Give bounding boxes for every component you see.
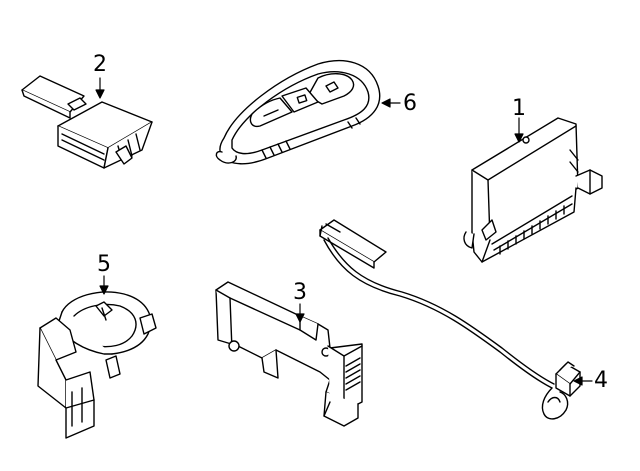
part-antenna-cable[interactable] <box>320 220 580 419</box>
callout-2: 2 <box>93 52 107 77</box>
part-antenna-transceiver[interactable] <box>22 76 152 168</box>
part-mounting-bracket[interactable] <box>216 282 362 426</box>
callout-1: 1 <box>512 96 526 121</box>
callout-3: 3 <box>293 280 307 305</box>
part-body-control-module[interactable] <box>464 118 602 262</box>
part-key-fob[interactable] <box>216 61 379 164</box>
callout-4: 4 <box>594 368 608 393</box>
callout-6: 6 <box>403 91 417 116</box>
part-ignition-coil-ring[interactable] <box>38 292 156 438</box>
callout-5: 5 <box>97 252 111 277</box>
callout-leaders <box>95 77 593 386</box>
